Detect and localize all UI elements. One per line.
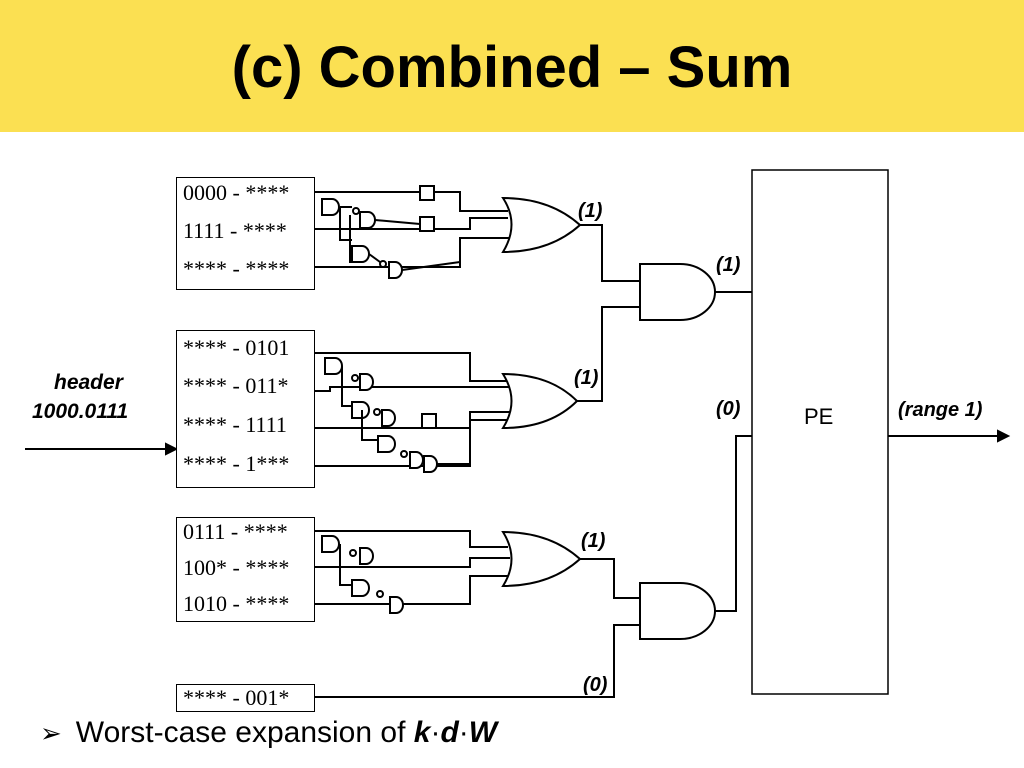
- table-row: 0111 - ****: [183, 519, 288, 544]
- and-gate-1: [639, 263, 716, 321]
- pe-label: PE: [804, 404, 834, 429]
- table-row: **** - 011*: [183, 373, 289, 398]
- formula-w: W: [468, 716, 498, 749]
- and-gate-2: [639, 582, 716, 640]
- table-row: 1111 - ****: [183, 218, 287, 243]
- table-row: **** - ****: [183, 256, 290, 281]
- table-row: 1010 - ****: [183, 591, 290, 616]
- table-row: **** - 0101: [183, 335, 290, 360]
- signal-label-or3: (1): [581, 530, 606, 552]
- title-bar: [0, 0, 1024, 132]
- header-value: 1000.0111: [32, 400, 129, 423]
- table-row: **** - 001*: [183, 685, 290, 710]
- signal-label-or2: (1): [574, 367, 599, 389]
- formula-dot: ·: [430, 716, 441, 749]
- bullet-text: Worst-case expansion of: [75, 716, 414, 749]
- block1-wiring: [315, 185, 640, 282]
- output-label: (range 1): [898, 399, 983, 421]
- pe-block: [751, 169, 889, 695]
- table-row: 0000 - ****: [183, 180, 290, 205]
- table-row: 100* - ****: [183, 555, 290, 580]
- rule-table-3: 0111 - **** 100* - **** 1010 - ****: [176, 517, 315, 622]
- signal-label-and1: (1): [716, 254, 741, 276]
- formula-dot: ·: [458, 716, 469, 749]
- table-row: **** - 1***: [183, 451, 290, 476]
- signal-label-pe-in3: (0): [716, 398, 741, 420]
- arrow-bullet-icon: ➢: [40, 719, 62, 749]
- block3-wiring: [315, 530, 640, 614]
- formula-k: k: [413, 716, 431, 749]
- rule-table-1: 0000 - **** 1111 - **** **** - ****: [176, 177, 315, 290]
- rule-table-4: **** - 001*: [176, 684, 315, 712]
- table-row: **** - 1111: [183, 412, 287, 437]
- slide-title: (c) Combined – Sum: [231, 35, 793, 100]
- signal-label-or1: (1): [578, 200, 603, 222]
- formula-d: d: [440, 716, 459, 749]
- rule-table-2: **** - 0101 **** - 011* **** - 1111 ****…: [176, 330, 315, 488]
- block2-wiring: [315, 306, 640, 473]
- header-label: header: [54, 371, 123, 394]
- bullet-point: ➢Worst-case expansion of k·d·W: [40, 716, 497, 750]
- signal-label-row4: (0): [583, 674, 608, 696]
